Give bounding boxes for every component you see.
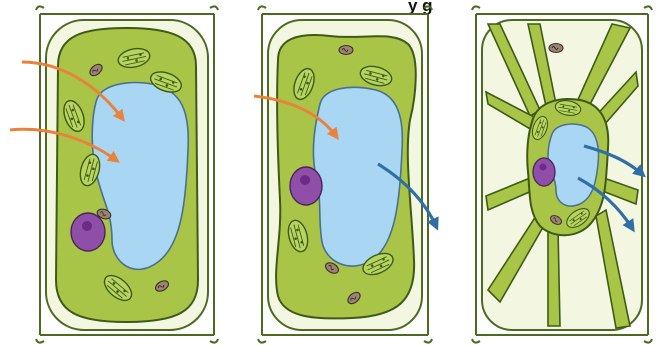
- right-cell: [472, 6, 652, 342]
- left-cell: [10, 6, 218, 342]
- middle-cell: [254, 6, 436, 342]
- nucleus: [533, 158, 555, 186]
- nucleus: [290, 167, 322, 205]
- mitochondrion: [339, 46, 353, 55]
- vacuole: [313, 87, 402, 266]
- mitochondrion: [549, 44, 563, 53]
- nucleus: [71, 213, 105, 251]
- vacuole: [548, 124, 598, 206]
